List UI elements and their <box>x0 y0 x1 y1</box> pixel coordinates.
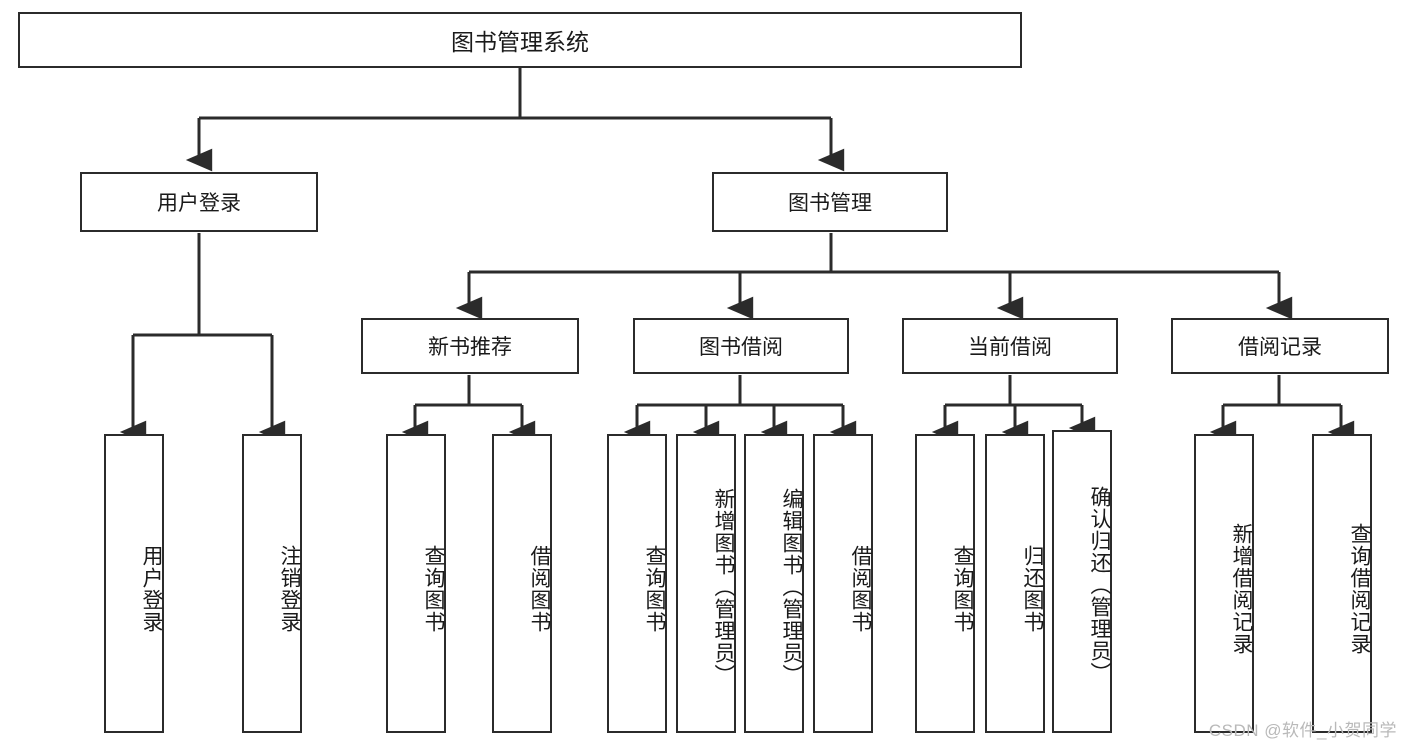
node-label: 用户登录 <box>140 544 163 633</box>
node-label: 图书借阅 <box>699 336 783 359</box>
leaf-query-borrow-record[interactable]: 查询借阅记录 <box>1312 434 1372 733</box>
node-book-manage[interactable]: 图书管理 <box>712 172 948 232</box>
leaf-edit-book-admin[interactable]: 编辑图书（管理员） <box>744 434 804 733</box>
leaf-confirm-return-admin[interactable]: 确认归还（管理员） <box>1052 430 1112 733</box>
leaf-borrow-book-new-recommend[interactable]: 借阅图书 <box>492 434 552 733</box>
leaf-query-book-borrow[interactable]: 查询图书 <box>607 434 667 733</box>
node-book-borrow[interactable]: 图书借阅 <box>633 318 849 374</box>
node-label: 确认归还（管理员） <box>1088 485 1111 684</box>
node-label: 查询借阅记录 <box>1348 522 1371 655</box>
node-root-book-management-system[interactable]: 图书管理系统 <box>18 12 1022 68</box>
node-label: 借阅图书 <box>528 544 551 633</box>
node-label: 编辑图书（管理员） <box>780 487 803 686</box>
node-label: 归还图书 <box>1021 544 1044 633</box>
node-user-login[interactable]: 用户登录 <box>80 172 318 232</box>
node-label: 新书推荐 <box>428 336 512 359</box>
leaf-query-book-new-recommend[interactable]: 查询图书 <box>386 434 446 733</box>
node-label: 用户登录 <box>157 192 241 215</box>
leaf-add-borrow-record[interactable]: 新增借阅记录 <box>1194 434 1254 733</box>
node-label: 图书管理 <box>788 192 872 215</box>
node-label: 当前借阅 <box>968 336 1052 359</box>
node-current-borrow[interactable]: 当前借阅 <box>902 318 1118 374</box>
node-label: 查询图书 <box>951 544 974 633</box>
csdn-watermark: CSDN @软件_小贺同学 <box>1208 721 1397 740</box>
leaf-add-book-admin[interactable]: 新增图书（管理员） <box>676 434 736 733</box>
node-label: 新增图书（管理员） <box>712 487 735 686</box>
leaf-logout-login[interactable]: 注销登录 <box>242 434 302 733</box>
leaf-user-login[interactable]: 用户登录 <box>104 434 164 733</box>
node-label: 借阅记录 <box>1238 336 1322 359</box>
node-label: 查询图书 <box>422 544 445 633</box>
leaf-return-book[interactable]: 归还图书 <box>985 434 1045 733</box>
node-new-book-recommend[interactable]: 新书推荐 <box>361 318 579 374</box>
node-label: 注销登录 <box>278 544 301 633</box>
node-label: 图书管理系统 <box>451 29 589 55</box>
node-borrow-record[interactable]: 借阅记录 <box>1171 318 1389 374</box>
leaf-query-book-current[interactable]: 查询图书 <box>915 434 975 733</box>
node-label: 查询图书 <box>643 544 666 633</box>
leaf-borrow-book-borrow[interactable]: 借阅图书 <box>813 434 873 733</box>
node-label: 借阅图书 <box>849 544 872 633</box>
node-label: 新增借阅记录 <box>1230 522 1253 655</box>
